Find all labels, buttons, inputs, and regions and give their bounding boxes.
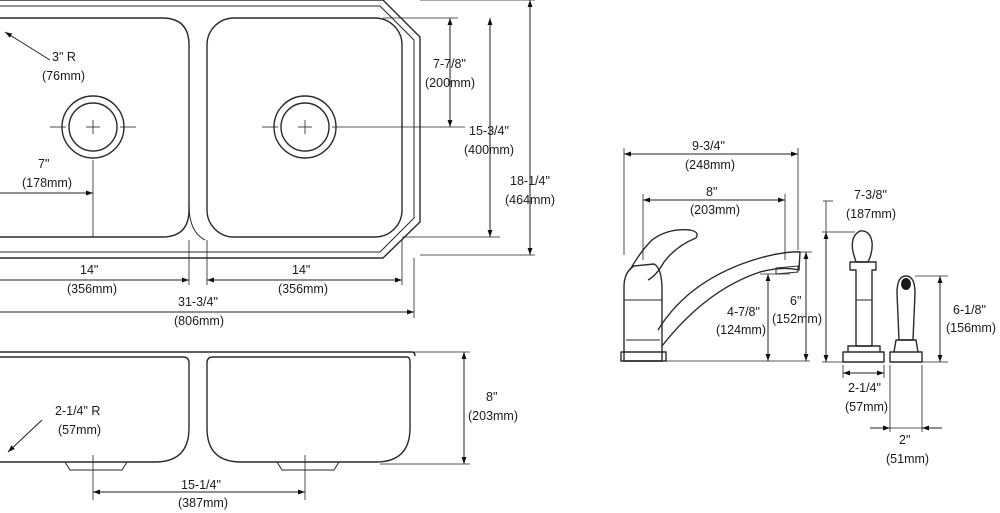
spout-height-mm-label: (152mm) [772,312,822,326]
sink-outer-rim [0,0,421,259]
faucet-handle [629,229,698,281]
left-drain [50,95,136,159]
right-bowl-width-label: 14" [292,263,310,277]
spout-clearance-mm-label: (124mm) [716,323,766,337]
bottom-radius-label: 2-1/4" R [55,404,100,418]
faucet-side-view: 9-3/4" (248mm) 8" (203mm) 4-7/8" (124mm)… [620,139,822,362]
faucet-front-base [842,345,885,363]
spray-handle [896,275,916,341]
right-bowl-section [206,356,411,463]
bottom-radius-mm-label: (57mm) [58,423,101,437]
faucet-overall-label: 9-3/4" [692,139,725,153]
faucet-front-handle [851,230,873,263]
left-bowl-width-mm-label: (356mm) [67,282,117,296]
bowl-length-mm-label: (400mm) [464,143,514,157]
bowl-depth-mm-label: (203mm) [468,409,518,423]
faucet-body [623,263,663,362]
radius-leader [4,31,51,61]
drain-from-back-label: 7-7/8" [433,57,466,71]
overall-width-mm-label: (806mm) [174,314,224,328]
faucet-base-mm-label: (57mm) [845,400,888,414]
drain-spacing-mm-label: (387mm) [178,496,228,510]
drain-offset-mm-label: (178mm) [22,176,72,190]
bowl-depth-label: 8" [486,390,497,404]
sink-inner-rim [0,5,415,253]
sink-top-edge [0,351,416,357]
spout-reach-label: 8" [706,185,717,199]
faucet-height-mm-label: (187mm) [846,207,896,221]
bottom-radius-leader [7,419,43,453]
bowl-length-label: 15-3/4" [469,124,509,138]
drain-from-back-mm-label: (200mm) [425,76,475,90]
left-bowl-section [0,356,190,463]
faucet-aerator [775,265,799,275]
spout-height-label: 6" [790,294,801,308]
spout-reach-mm-label: (203mm) [690,203,740,217]
drain-spacing-label: 15-1/4" [181,478,221,492]
overall-length-mm-label: (464mm) [505,193,555,207]
spray-base [889,339,923,363]
spray-base-mm-label: (51mm) [886,452,929,466]
faucet-spout [657,251,801,347]
spray-base-label: 2" [899,433,910,447]
faucet-height-label: 7-3/8" [854,188,887,202]
left-bowl-width-label: 14" [80,263,98,277]
side-spray: 6-1/8" (156mm) 2" (51mm) [870,275,996,466]
left-drain-bump [64,461,128,471]
right-bowl [206,17,403,238]
right-bowl-width-mm-label: (356mm) [278,282,328,296]
spray-height-mm-label: (156mm) [946,321,996,335]
right-drain-bump [276,461,340,471]
faucet-front-view: 7-3/8" (187mm) 2-1/4" (57mm) [822,188,896,414]
sink-top-view: 3" R (76mm) 7" (178mm) 14" (356mm) 14" (… [0,0,555,328]
left-bowl-corner [188,204,206,241]
corner-radius-label: 3" R [52,50,76,64]
left-bowl [0,17,190,238]
faucet-overall-mm-label: (248mm) [685,158,735,172]
overall-width-label: 31-3/4" [178,295,218,309]
spray-height-label: 6-1/8" [953,303,986,317]
overall-length-label: 18-1/4" [510,174,550,188]
faucet-front-body [849,261,877,347]
drain-offset-label: 7" [38,157,49,171]
faucet-base-label: 2-1/4" [848,381,881,395]
faucet-base [620,351,667,362]
corner-radius-mm-label: (76mm) [42,69,85,83]
spout-clearance-label: 4-7/8" [727,305,760,319]
spray-nozzle [901,278,911,290]
right-drain [262,95,465,159]
sink-front-section: 2-1/4" R (57mm) 8" (203mm) 15-1/4" (387m… [0,351,518,510]
